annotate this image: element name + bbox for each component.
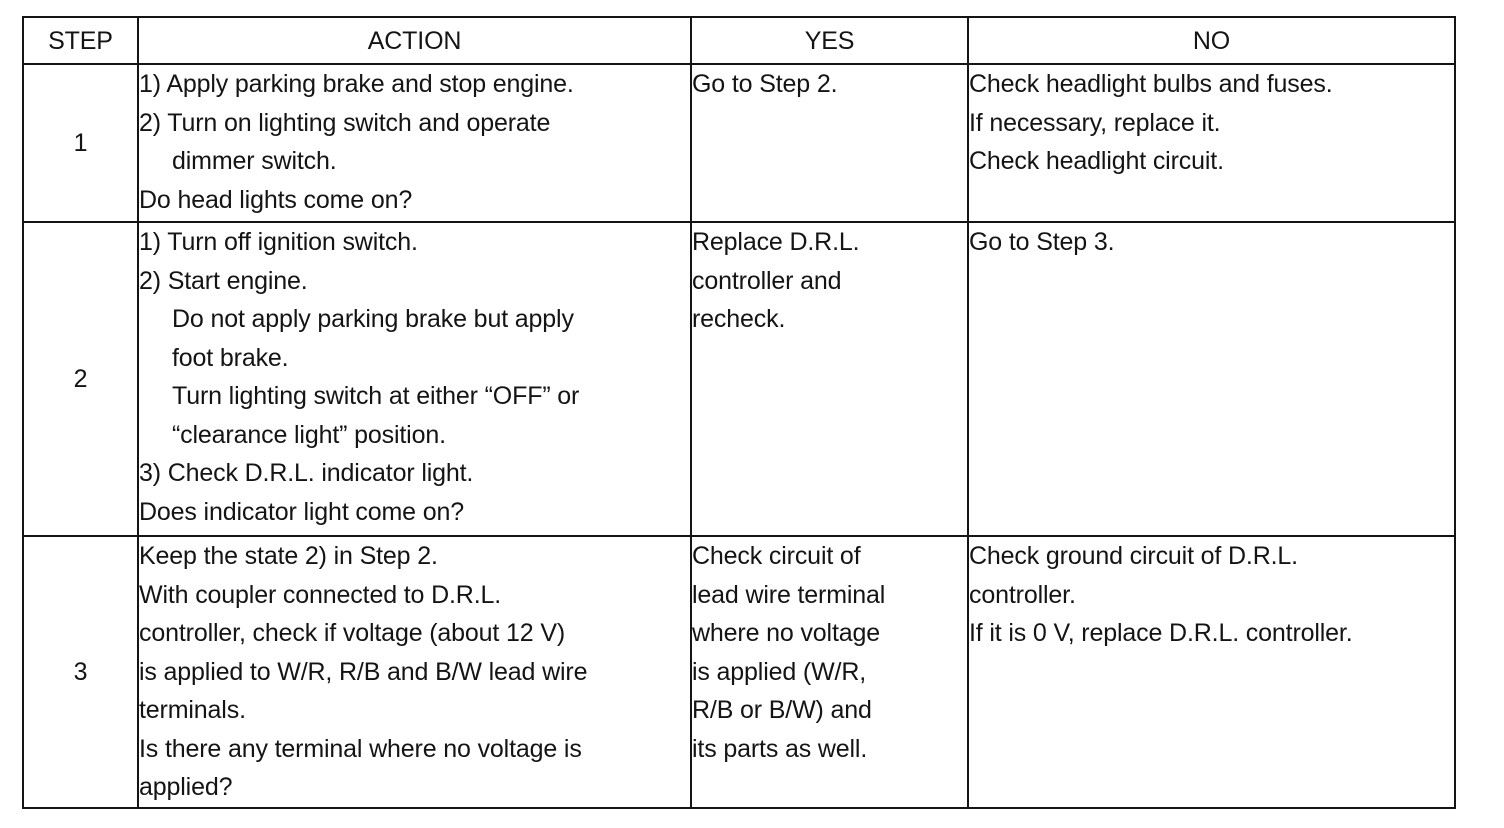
yes-line: Check circuit of (692, 542, 861, 570)
action-line: is applied to W/R, R/B and B/W lead wire (139, 657, 588, 686)
yes-line: controller and (692, 266, 842, 295)
action-line: Is there any terminal where no voltage i… (139, 734, 582, 763)
header-action: ACTION (137, 16, 692, 65)
header-yes: YES (690, 16, 969, 65)
yes-line: lead wire terminal (692, 580, 886, 609)
action-line: 3) Check D.R.L. indicator light. (139, 459, 474, 487)
action-line: Keep the state 2) in Step 2. (139, 542, 438, 570)
yes-line: is applied (W/R, (692, 657, 867, 686)
action-line: With coupler connected to D.R.L. (139, 580, 502, 609)
action-line: dimmer switch. (172, 147, 337, 175)
step-number: 1 (22, 63, 139, 223)
no-line: Check headlight bulbs and fuses. (969, 70, 1333, 98)
table-row-step-2: 2 1) Turn off ignition switch. 2) Start … (22, 221, 1456, 537)
troubleshooting-table: STEP ACTION YES NO 1 1) Apply parking br… (22, 16, 1456, 809)
action-line: 1) Apply parking brake and stop engine. (139, 70, 574, 98)
action-line: Does indicator light come on? (139, 497, 464, 526)
no-cell: Check ground circuit of D.R.L. controlle… (967, 535, 1456, 809)
action-line: 1) Turn off ignition switch. (139, 228, 418, 256)
header-no: NO (967, 16, 1456, 65)
table-row-step-1: 1 1) Apply parking brake and stop engine… (22, 63, 1456, 223)
action-cell: Keep the state 2) in Step 2. With couple… (137, 535, 692, 809)
yes-line: Go to Step 2. (692, 70, 838, 98)
action-line: Do head lights come on? (139, 185, 413, 214)
header-row: STEP ACTION YES NO (22, 16, 1456, 65)
yes-line: recheck. (692, 305, 786, 333)
no-line: If it is 0 V, replace D.R.L. controller. (969, 619, 1353, 647)
action-cell: 1) Apply parking brake and stop engine. … (137, 63, 692, 223)
action-line: 2) Start engine. (139, 266, 308, 295)
no-cell: Check headlight bulbs and fuses. If nece… (967, 63, 1456, 223)
action-line: “clearance light” position. (172, 420, 446, 449)
step-number: 3 (22, 535, 139, 809)
action-line: 2) Turn on lighting switch and operate (139, 108, 551, 137)
no-line: Go to Step 3. (969, 228, 1115, 256)
no-line: Check headlight circuit. (969, 147, 1224, 175)
no-line: If necessary, replace it. (969, 108, 1221, 137)
yes-cell: Go to Step 2. (690, 63, 969, 223)
action-line: Do not apply parking brake but apply (172, 305, 574, 333)
action-line: foot brake. (172, 343, 289, 372)
yes-line: where no voltage (692, 619, 881, 647)
table-row-step-3: 3 Keep the state 2) in Step 2. With coup… (22, 535, 1456, 809)
no-line: controller. (969, 580, 1076, 609)
step-number: 2 (22, 221, 139, 537)
yes-cell: Replace D.R.L. controller and recheck. (690, 221, 969, 537)
yes-cell: Check circuit of lead wire terminal wher… (690, 535, 969, 809)
no-line: Check ground circuit of D.R.L. (969, 542, 1298, 570)
yes-line: its parts as well. (692, 734, 868, 763)
yes-line: R/B or B/W) and (692, 696, 872, 724)
no-cell: Go to Step 3. (967, 221, 1456, 537)
yes-line: Replace D.R.L. (692, 228, 860, 256)
action-cell: 1) Turn off ignition switch. 2) Start en… (137, 221, 692, 537)
action-line: applied? (139, 773, 233, 801)
header-step: STEP (22, 16, 139, 65)
action-line: terminals. (139, 696, 246, 724)
action-line: controller, check if voltage (about 12 V… (139, 619, 566, 647)
action-line: Turn lighting switch at either “OFF” or (172, 382, 580, 410)
